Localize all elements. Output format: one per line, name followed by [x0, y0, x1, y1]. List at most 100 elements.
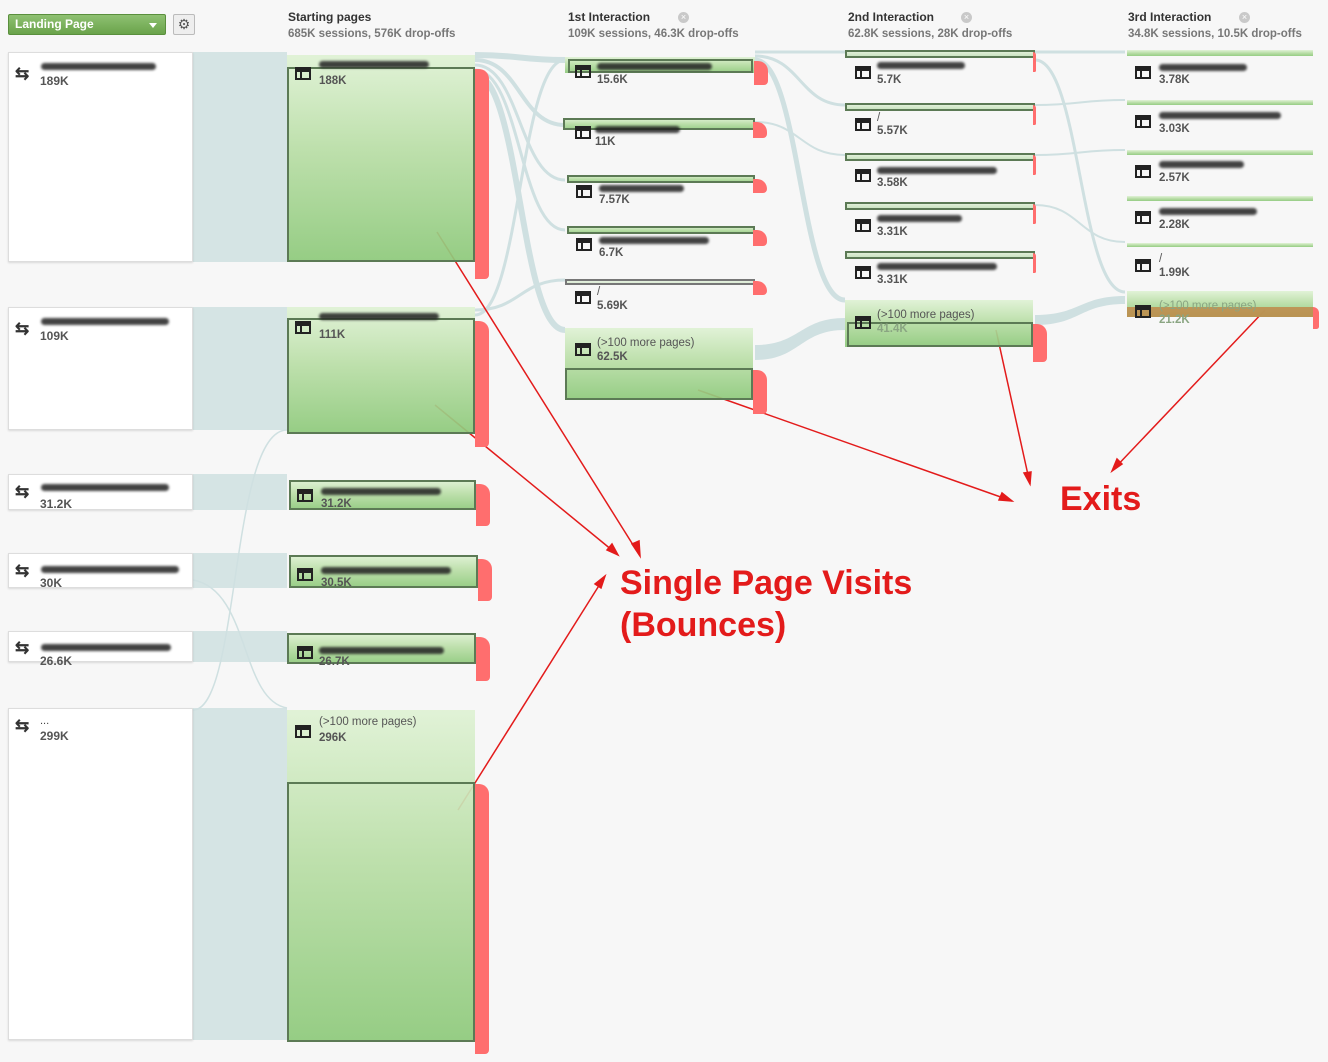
- interaction-node[interactable]: 15.6K: [565, 57, 768, 86]
- redacted-label: [321, 567, 451, 574]
- interaction-node[interactable]: 11K: [563, 118, 767, 148]
- landing-page-node[interactable]: ⇆ ... 299K: [8, 708, 193, 1040]
- flow-line: [1034, 99, 1126, 106]
- close-icon[interactable]: ×: [1239, 12, 1250, 23]
- interaction-node[interactable]: 5.7K: [845, 50, 1036, 86]
- interaction-node[interactable]: (>100 more pages) 62.5K: [565, 328, 767, 414]
- interaction-node[interactable]: 2.28K: [1127, 196, 1313, 231]
- node-value: 41.4K: [877, 323, 908, 335]
- interaction-node[interactable]: (>100 more pages) 21.2K: [1127, 291, 1319, 329]
- redacted-label: [319, 61, 429, 68]
- starting-page-node[interactable]: 111K: [287, 307, 489, 447]
- interaction-node[interactable]: / 5.57K: [845, 103, 1036, 137]
- redacted-label: [1159, 112, 1281, 119]
- annotation-arrow: [1111, 309, 1266, 472]
- drop-off-bar[interactable]: [753, 179, 767, 193]
- starting-page-node[interactable]: 188K: [287, 55, 489, 279]
- drop-off-bar[interactable]: [1313, 307, 1319, 329]
- drop-off-bar[interactable]: [1033, 324, 1047, 362]
- interaction-node[interactable]: 2.57K: [1127, 150, 1313, 184]
- starting-page-node[interactable]: 26.7K: [287, 633, 490, 681]
- drop-off-bar[interactable]: [1033, 204, 1036, 224]
- annotation-text: Exits: [1060, 480, 1142, 518]
- interaction-node[interactable]: 6.7K: [567, 226, 767, 259]
- interaction-node[interactable]: / 5.69K: [565, 279, 767, 312]
- column-header-2nd-interaction: 2nd Interaction 62.8K sessions, 28K drop…: [848, 10, 1012, 40]
- gear-icon: ⚙: [177, 16, 191, 32]
- redacted-label: [321, 488, 441, 495]
- starting-page-node[interactable]: 31.2K: [289, 480, 490, 526]
- node-value: 11K: [595, 136, 616, 148]
- landing-page-node[interactable]: ⇆ 189K: [8, 52, 193, 262]
- starting-page-node[interactable]: 30.5K: [289, 555, 492, 601]
- node-value: 5.69K: [597, 300, 628, 312]
- drop-off-bar[interactable]: [475, 69, 489, 279]
- drop-off-bar[interactable]: [753, 122, 767, 138]
- page-icon: [575, 65, 591, 78]
- flow-line: [754, 121, 846, 156]
- landing-page-value: 30K: [40, 576, 63, 590]
- settings-button[interactable]: ⚙: [173, 14, 195, 35]
- flow-line: [1034, 204, 1126, 243]
- drop-off-bar[interactable]: [1033, 52, 1036, 72]
- landing-page-value: 189K: [40, 74, 69, 88]
- interaction-node[interactable]: / 1.99K: [1127, 243, 1313, 279]
- node-value: 30.5K: [321, 577, 352, 589]
- interaction-node[interactable]: 3.03K: [1127, 100, 1313, 135]
- flow-band: [193, 52, 287, 262]
- dimension-dropdown[interactable]: Landing Page: [8, 14, 166, 35]
- starting-page-node[interactable]: (>100 more pages) 296K: [287, 710, 489, 1054]
- drop-off-bar[interactable]: [753, 370, 767, 414]
- annotation-text: Single Page Visits: [620, 564, 913, 602]
- node-value: 111K: [319, 329, 346, 341]
- close-icon[interactable]: ×: [678, 12, 689, 23]
- close-icon[interactable]: ×: [961, 12, 972, 23]
- node-value: 3.31K: [877, 226, 908, 238]
- flow-band: [1035, 296, 1125, 325]
- drop-off-bar[interactable]: [754, 61, 768, 85]
- interaction-node[interactable]: 7.57K: [567, 175, 767, 206]
- landing-page-node[interactable]: ⇆ 30K: [8, 553, 193, 590]
- node-value: 3.03K: [1159, 123, 1190, 135]
- drop-off-bar[interactable]: [1033, 105, 1036, 125]
- drop-off-bar[interactable]: [753, 281, 767, 295]
- interaction-node[interactable]: 3.31K: [845, 251, 1036, 286]
- page-icon: [297, 568, 313, 581]
- interaction-node[interactable]: 3.58K: [845, 153, 1036, 189]
- interaction-node[interactable]: (>100 more pages) 41.4K: [845, 300, 1047, 362]
- landing-page-node[interactable]: ⇆ 109K: [8, 307, 193, 430]
- drop-off-bar[interactable]: [476, 484, 490, 526]
- landing-page-node[interactable]: ⇆ 26.6K: [8, 631, 193, 668]
- column-subtitle: 62.8K sessions, 28K drop-offs: [848, 28, 1013, 40]
- flow-line: [474, 68, 566, 232]
- page-icon: [575, 291, 591, 304]
- node-value: 62.5K: [597, 351, 628, 363]
- flow-line: [754, 57, 846, 303]
- interaction-node[interactable]: 3.78K: [1127, 50, 1313, 86]
- node-value: 26.7K: [319, 656, 350, 668]
- chevron-down-icon: [149, 23, 157, 28]
- node-value: 31.2K: [321, 498, 352, 510]
- entrance-arrow-icon: ⇆: [15, 561, 30, 580]
- drop-off-bar[interactable]: [1033, 155, 1036, 175]
- annotation-arrow: [995, 329, 1031, 485]
- drop-off-bar[interactable]: [475, 321, 489, 447]
- redacted-label: [41, 644, 171, 651]
- flow-line: [192, 429, 288, 711]
- drop-off-bar[interactable]: [476, 637, 490, 681]
- landing-page-node[interactable]: ⇆ 31.2K: [8, 474, 193, 511]
- node-value: 6.7K: [599, 247, 624, 259]
- entrance-arrow-icon: ⇆: [15, 319, 30, 338]
- redacted-label: [319, 647, 444, 654]
- node-label: /: [877, 112, 881, 124]
- column-subtitle: 109K sessions, 46.3K drop-offs: [568, 28, 739, 40]
- drop-off-bar[interactable]: [753, 230, 767, 246]
- page-icon: [575, 343, 591, 356]
- drop-off-bar[interactable]: [478, 559, 492, 601]
- drop-off-bar[interactable]: [1033, 253, 1036, 273]
- landing-page-value: 31.2K: [40, 497, 73, 511]
- node-label: (>100 more pages): [319, 716, 417, 728]
- drop-off-bar[interactable]: [475, 784, 489, 1054]
- interaction-node[interactable]: 3.31K: [845, 202, 1036, 238]
